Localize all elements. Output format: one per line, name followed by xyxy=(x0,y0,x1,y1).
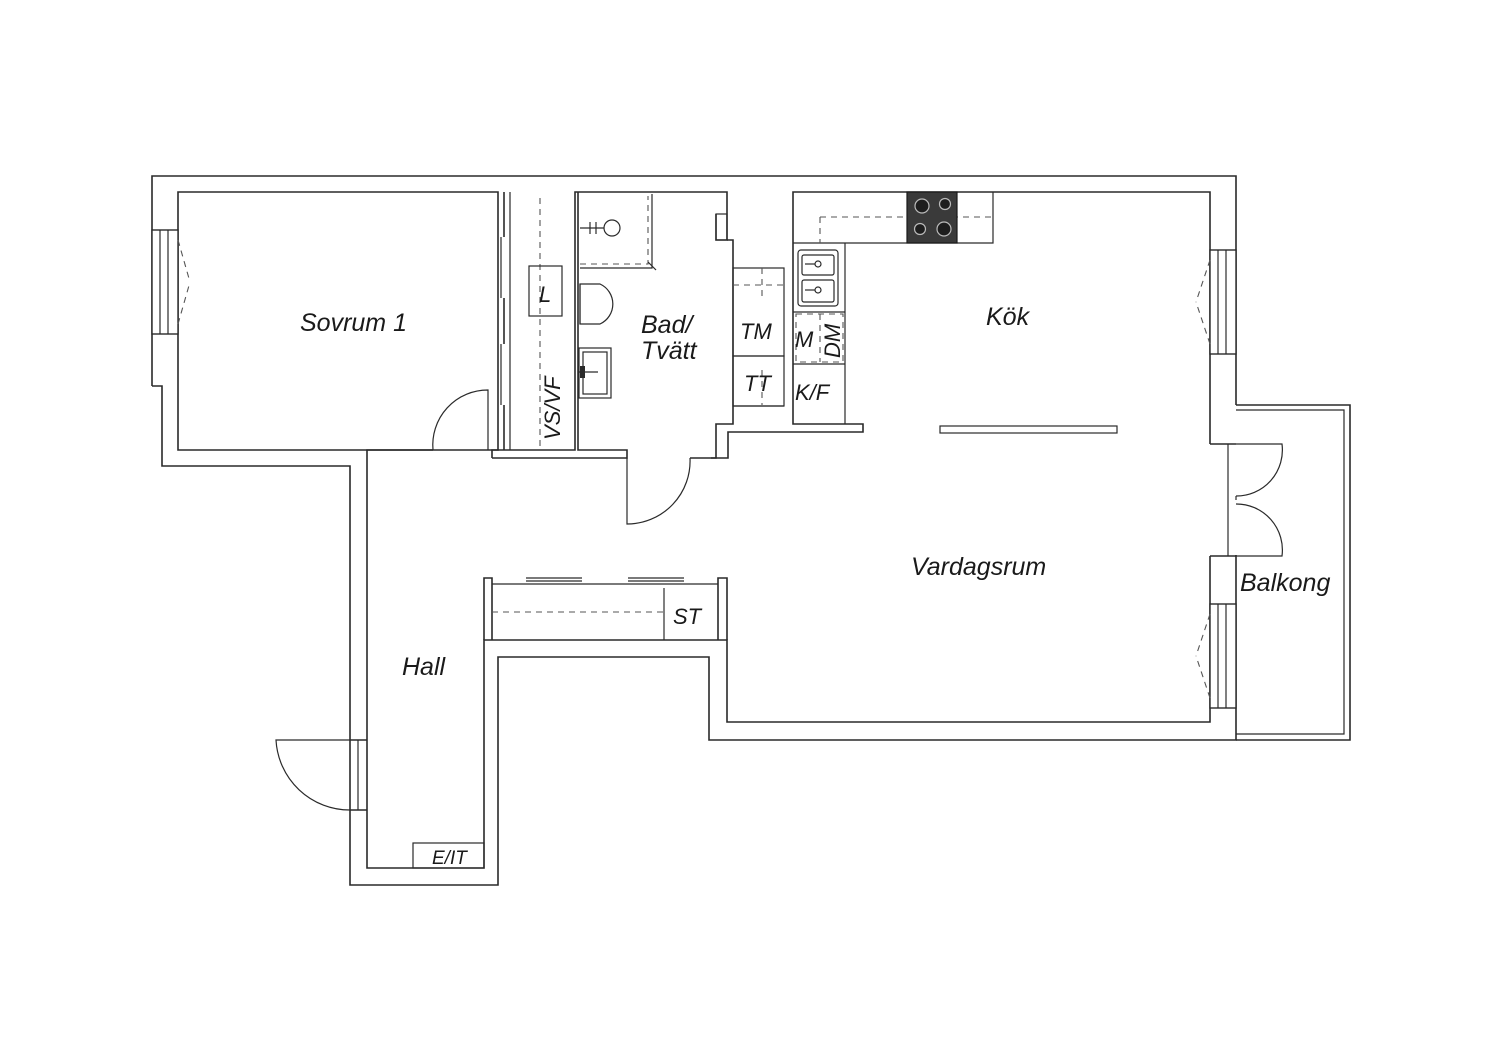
label-bad-line2: Tvätt xyxy=(641,337,698,365)
doors xyxy=(275,389,691,811)
label-tm: TM xyxy=(740,319,772,344)
label-hall: Hall xyxy=(402,653,447,681)
balcony xyxy=(1235,404,1351,741)
closet xyxy=(500,192,563,450)
label-electrical: E/IT xyxy=(432,848,468,869)
bathroom-fixtures xyxy=(578,194,785,407)
label-fridge-freezer: K/F xyxy=(795,380,831,405)
label-bad-line1: Bad/ xyxy=(641,311,695,339)
label-vsvf: VS/VF xyxy=(540,375,565,440)
label-vardagsrum: Vardagsrum xyxy=(911,553,1046,581)
label-linen: L xyxy=(539,282,551,307)
label-balkong: Balkong xyxy=(1240,569,1330,597)
kitchen-sink-icon xyxy=(797,249,839,307)
label-tt: TT xyxy=(744,371,772,396)
label-kok: Kök xyxy=(986,303,1031,331)
outer-walls xyxy=(151,175,1237,886)
label-sovrum: Sovrum 1 xyxy=(300,309,407,337)
label-dishwasher: DM xyxy=(820,323,845,358)
stove-icon xyxy=(906,191,958,244)
label-storage: ST xyxy=(673,604,703,629)
label-micro: M xyxy=(795,327,814,352)
electrical-cabinet xyxy=(412,842,485,869)
kitchen xyxy=(793,191,1118,434)
storage xyxy=(483,577,728,640)
